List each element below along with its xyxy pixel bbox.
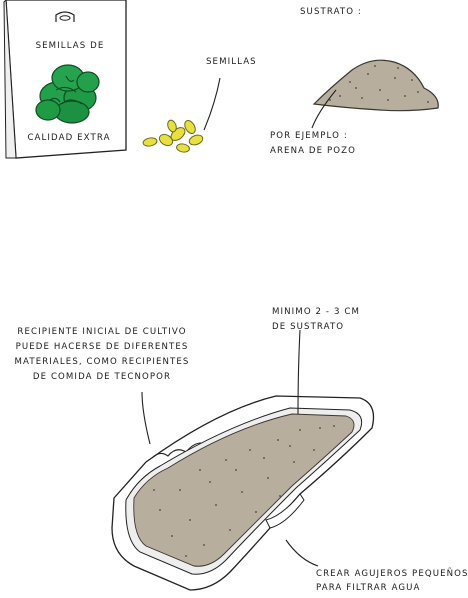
substrate-example-line2: ARENA DE POZO xyxy=(270,146,356,156)
holes-label-line1: CREAR AGUJEROS PEQUEÑOS xyxy=(316,569,468,579)
container-note-line4: DE COMIDA DE TECNOPOR xyxy=(32,372,172,382)
container-note-line3: MATERIALES, COMO RECIPIENTES xyxy=(14,357,190,367)
seed-packet-top-text: SEMILLAS DE xyxy=(35,41,105,51)
holes-label-line2: PARA FILTRAR AGUA xyxy=(316,583,421,593)
substrate-example-line1: POR EJEMPLO : xyxy=(270,131,348,141)
styrofoam-tray xyxy=(111,395,375,591)
seeds-label: SEMILLAS xyxy=(206,57,257,67)
seeds-icon xyxy=(142,119,204,153)
seed-packet-bottom-text: CALIDAD EXTRA xyxy=(27,133,111,143)
depth-label-line2: DE SUSTRATO xyxy=(272,322,345,332)
lettuce-icon xyxy=(35,64,100,124)
sand-pile-icon xyxy=(312,59,439,112)
depth-label-line1: MINIMO 2 - 3 CM xyxy=(272,307,360,317)
substrate-title: SUSTRATO : xyxy=(300,7,362,17)
container-note-line1: RECIPIENTE INICIAL DE CULTIVO xyxy=(17,327,187,337)
container-note-line2: PUEDE HACERSE DE DIFERENTES xyxy=(15,342,189,352)
